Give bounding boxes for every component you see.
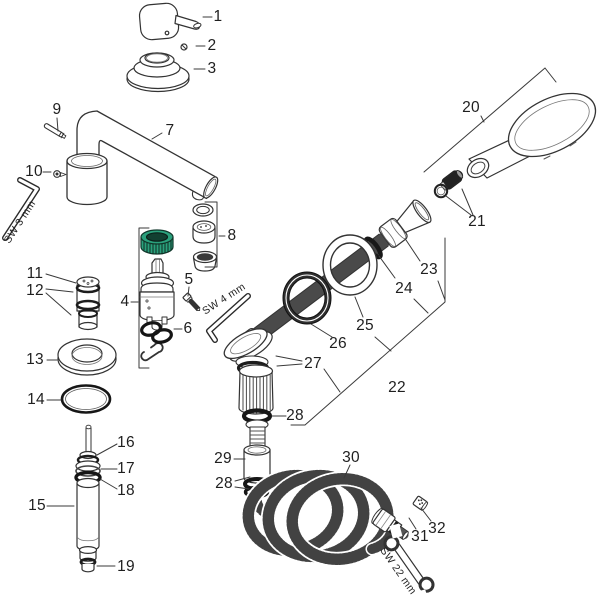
- allen-key-3mm-icon: [2, 177, 40, 241]
- part-label-5: 5: [184, 271, 194, 288]
- bracket-4: [130, 227, 150, 369]
- bracket-22: [290, 237, 446, 426]
- part-label-18: 18: [117, 482, 135, 499]
- bracket-20: [423, 67, 557, 173]
- part-label-21: 21: [468, 213, 486, 230]
- part-label-8: 8: [227, 227, 237, 244]
- part-22-hose-assembly: [241, 199, 432, 351]
- part-label-25: 25: [356, 317, 374, 334]
- part-9-pin: [43, 123, 67, 139]
- part-label-10: 10: [25, 163, 43, 180]
- part-label-7: 7: [165, 122, 175, 139]
- part-label-16: 16: [117, 434, 135, 451]
- part-label-30: 30: [342, 449, 360, 466]
- part-label-14: 14: [27, 391, 45, 408]
- part-21-filter-set: [433, 170, 464, 199]
- part-label-22: 22: [388, 379, 406, 396]
- allen-key-4mm-icon: [206, 293, 251, 343]
- part-10-screw: [53, 170, 67, 178]
- part-label-15: 15: [28, 497, 46, 514]
- part-label-3: 3: [207, 60, 217, 77]
- part-5-screw: [182, 292, 201, 311]
- part-11-12-check-valve: [75, 276, 101, 331]
- part-label-28-lower: 28: [215, 475, 233, 492]
- leader-lines: [42, 16, 557, 567]
- part-label-23: 23: [420, 261, 438, 278]
- part-2-screw: [180, 43, 188, 51]
- part-label-28-upper: 28: [286, 407, 304, 424]
- part-7-spout: [66, 110, 219, 206]
- part-label-13: 13: [26, 351, 44, 368]
- part-20-handshower: [466, 92, 597, 179]
- part-14-o-ring: [60, 384, 112, 414]
- part-label-2: 2: [207, 37, 217, 54]
- tool-label-allen-key-4mm: SW 4 mm: [200, 280, 248, 318]
- part-1-handle: [138, 2, 202, 41]
- part-label-29: 29: [214, 450, 232, 467]
- part-label-12: 12: [26, 282, 44, 299]
- part-label-24: 24: [395, 280, 413, 297]
- part-label-17: 17: [117, 460, 135, 477]
- part-label-6: 6: [183, 320, 193, 337]
- part-label-27: 27: [304, 355, 322, 372]
- part-3-escutcheon: [126, 52, 190, 93]
- tool-label-wrench-22mm: SW 22 mm: [377, 544, 419, 598]
- part-13-washer: [57, 338, 117, 376]
- tool-label-allen-key-3mm: SW 3 mm: [1, 198, 39, 246]
- part-26-ring: [282, 271, 332, 325]
- part-label-4: 4: [120, 293, 130, 310]
- green-ring-nut: [140, 229, 174, 255]
- part-label-19: 19: [117, 558, 135, 575]
- wrench-22mm-icon: [383, 523, 435, 600]
- part-32-nut: [412, 495, 429, 511]
- part-27-body: [223, 328, 274, 449]
- part-label-1: 1: [213, 8, 223, 25]
- part-label-31: 31: [411, 528, 429, 545]
- part-label-9: 9: [52, 101, 62, 118]
- part-25-ring: [322, 234, 378, 296]
- part-label-20: 20: [462, 99, 480, 116]
- part-15-19-column: [74, 424, 102, 573]
- part-8-aerator-stack: [192, 203, 218, 272]
- part-label-32: 32: [428, 520, 446, 537]
- part-label-26: 26: [329, 335, 347, 352]
- part-label-11: 11: [26, 265, 44, 282]
- part-6-o-rings: [140, 321, 173, 344]
- bracket-8: [204, 201, 226, 268]
